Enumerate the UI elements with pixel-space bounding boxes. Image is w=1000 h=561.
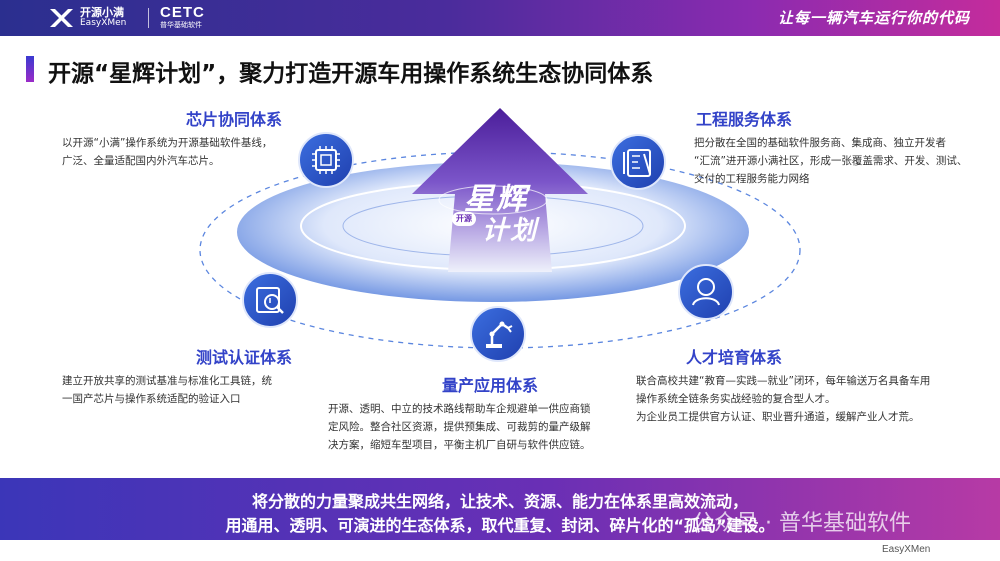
engineering-section-desc: 把分散在全国的基础软件服务商、集成商、独立开发者 “汇流”进开源小满社区，形成一… (694, 134, 984, 188)
person-icon[interactable] (678, 264, 734, 320)
test-icon[interactable] (242, 272, 298, 328)
production-section-desc: 开源、透明、中立的技术路线帮助车企规避单一供应商锁 定风险。整合社区资源，提供预… (328, 400, 628, 454)
testing-section-title: 测试认证体系 (196, 348, 293, 367)
engineering-desc-line: 交付的工程服务能力网络 (694, 173, 810, 185)
bottom-banner: 将分散的力量聚成共生网络，让技术、资源、能力在体系里高效流动， 用通用、透明、可… (0, 478, 1000, 540)
cetc-logo: CETC 普华基础软件 (160, 4, 205, 30)
top-banner: 开源小满 EasyXMen CETC 普华基础软件 让每一辆汽车运行你的代码 (0, 0, 1000, 36)
ecosystem-diagram (199, 108, 801, 349)
watermark: 公众号 · 普华基础软件 (692, 511, 911, 536)
center-title-line2: 计划 (482, 216, 539, 246)
logo-cn-text: 开源小满 (80, 6, 124, 19)
bottom-line-1: 将分散的力量聚成共生网络，让技术、资源、能力在体系里高效流动， (251, 492, 748, 511)
title-accent-bar (26, 56, 34, 82)
chip-desc-line: 以开源“小满”操作系统为开源基础软件基线， (62, 137, 273, 149)
robot-arm-icon[interactable] (470, 306, 526, 362)
easyxmen-logo: 开源小满 EasyXMen (48, 6, 126, 30)
talent-desc-line: 为企业员工提供官方认证、职业晋升通道，缓解产业人才荒。 (636, 411, 920, 423)
easyxmen-logo-icon (50, 9, 73, 27)
talent-desc-line: 联合高校共建“教育—实践—就业”闭环，每年输送万名具备车用 (636, 375, 931, 387)
engineering-section-title: 工程服务体系 (696, 110, 793, 129)
chip-icon[interactable] (298, 132, 354, 188)
testing-section-desc: 建立开放共享的测试基准与标准化工具链，统 一国产芯片与操作系统适配的验证入口 (62, 372, 302, 408)
testing-desc-line: 建立开放共享的测试基准与标准化工具链，统 (62, 375, 272, 387)
cetc-logo-text: CETC (160, 4, 205, 21)
engineering-desc-line: “汇流”进开源小满社区，形成一张覆盖需求、开发、测试、 (694, 155, 968, 167)
chip-section-desc: 以开源“小满”操作系统为开源基础软件基线， 广泛、全量适配国内外汽车芯片。 (62, 134, 292, 170)
engineering-desc-line: 把分散在全国的基础软件服务商、集成商、独立开发者 (694, 137, 946, 149)
page-title: 开源“星辉计划”，聚力打造开源车用操作系统生态协同体系 (48, 61, 654, 87)
logo-en-text: EasyXMen (80, 18, 127, 28)
bottom-line-2: 用通用、透明、可演进的生态体系，取代重复、封闭、碎片化的“孤岛”建设。 (225, 516, 775, 535)
talent-section-desc: 联合高校共建“教育—实践—就业”闭环，每年输送万名具备车用 操作系统全链条务实战… (636, 372, 986, 426)
testing-desc-line: 一国产芯片与操作系统适配的验证入口 (62, 393, 241, 405)
center-title-line1: 星辉 (464, 182, 528, 217)
talent-section-title: 人才培育体系 (686, 348, 783, 367)
production-section-title: 量产应用体系 (442, 376, 539, 395)
production-desc-line: 开源、透明、中立的技术路线帮助车企规避单一供应商锁 (328, 403, 591, 415)
chip-section-title: 芯片协同体系 (186, 110, 283, 129)
chip-desc-line: 广泛、全量适配国内外汽车芯片。 (62, 155, 220, 167)
tools-icon[interactable] (610, 134, 666, 190)
talent-desc-line: 操作系统全链条务实战经验的复合型人才。 (636, 393, 836, 405)
cetc-sub-text: 普华基础软件 (160, 21, 202, 29)
footer-brand: EasyXMen (882, 544, 931, 555)
production-desc-line: 定风险。整合社区资源，提供预集成、可裁剪的量产级解 (328, 421, 591, 433)
logo-divider (148, 8, 149, 28)
production-desc-line: 决方案，缩短车型项目，平衡主机厂自研与软件供应链。 (328, 439, 591, 451)
center-badge: 开源 (452, 212, 476, 226)
slogan: 让每一辆汽车运行你的代码 (777, 9, 970, 27)
